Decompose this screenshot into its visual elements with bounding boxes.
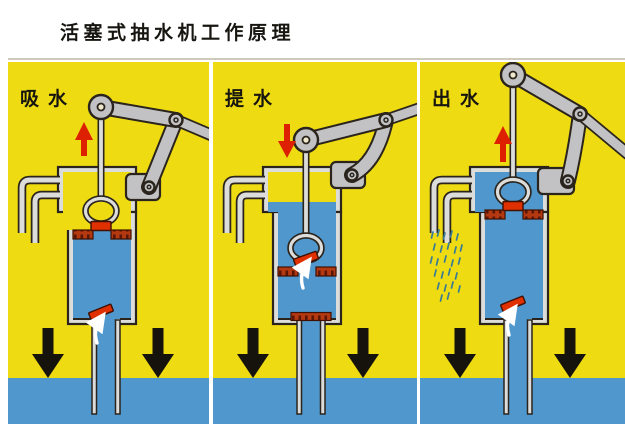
flange-pivot bbox=[345, 168, 359, 182]
panel-label-discharge: 出水 bbox=[432, 89, 489, 110]
pump-body bbox=[468, 165, 550, 416]
handle-pivot bbox=[572, 106, 588, 122]
panel-label-suction: 吸水 bbox=[20, 89, 77, 110]
suction-pipe-wall bbox=[319, 319, 326, 415]
atmospheric-pressure-arrow-left bbox=[444, 328, 476, 378]
stroke-direction-arrow-up bbox=[494, 126, 512, 162]
water-flow-arrow bbox=[291, 256, 312, 290]
spout-pipe bbox=[222, 175, 265, 243]
water-flow-arrow bbox=[85, 311, 106, 345]
pump-handle-linkage bbox=[87, 93, 209, 202]
atmospheric-pressure-arrow-right bbox=[347, 328, 379, 378]
stroke-direction-arrow-down bbox=[278, 124, 296, 158]
flange-pivot bbox=[561, 174, 575, 188]
water-flow-arrow bbox=[497, 303, 518, 337]
page-title: 活塞式抽水机工作原理 bbox=[60, 23, 296, 44]
panel-lifting: 提水 bbox=[213, 62, 417, 424]
foot-valve-closed bbox=[290, 311, 332, 322]
atmospheric-pressure-arrow-left bbox=[32, 328, 64, 378]
panel-label-lifting: 提水 bbox=[225, 89, 282, 110]
piston-assembly bbox=[72, 107, 132, 240]
stroke-direction-arrow-up bbox=[75, 122, 93, 156]
panel-top-divider bbox=[8, 58, 625, 60]
foot-valve-open bbox=[497, 295, 526, 337]
handle-pivot bbox=[168, 112, 184, 128]
suction-pipe-wall bbox=[296, 319, 303, 415]
suction-pipe-wall bbox=[114, 319, 121, 415]
panel-discharge: 出水 bbox=[420, 62, 625, 424]
atmospheric-pressure-arrow-left bbox=[237, 328, 269, 378]
water-droplets bbox=[429, 229, 463, 302]
spout-pipe bbox=[429, 175, 472, 243]
piston-assembly bbox=[484, 75, 544, 220]
pump-handle-linkage bbox=[292, 102, 417, 190]
atmospheric-pressure-arrow-right bbox=[554, 328, 586, 378]
foot-valve-open bbox=[85, 303, 114, 345]
flange-pivot bbox=[142, 180, 156, 194]
handle-pivot bbox=[378, 112, 394, 128]
pump-drawing-suction bbox=[8, 62, 209, 424]
pump-handle-linkage bbox=[499, 62, 625, 196]
pump-drawing-lifting bbox=[213, 62, 417, 424]
pump-drawing-discharge bbox=[420, 62, 625, 424]
suction-pipe-wall bbox=[526, 319, 533, 415]
panel-suction: 吸水 bbox=[8, 62, 209, 424]
spout-pipe bbox=[17, 175, 60, 243]
piston-valve-closed bbox=[90, 220, 112, 232]
piston-assembly bbox=[277, 140, 337, 290]
atmospheric-pressure-arrow-right bbox=[142, 328, 174, 378]
piston-valve-closed bbox=[502, 200, 524, 212]
